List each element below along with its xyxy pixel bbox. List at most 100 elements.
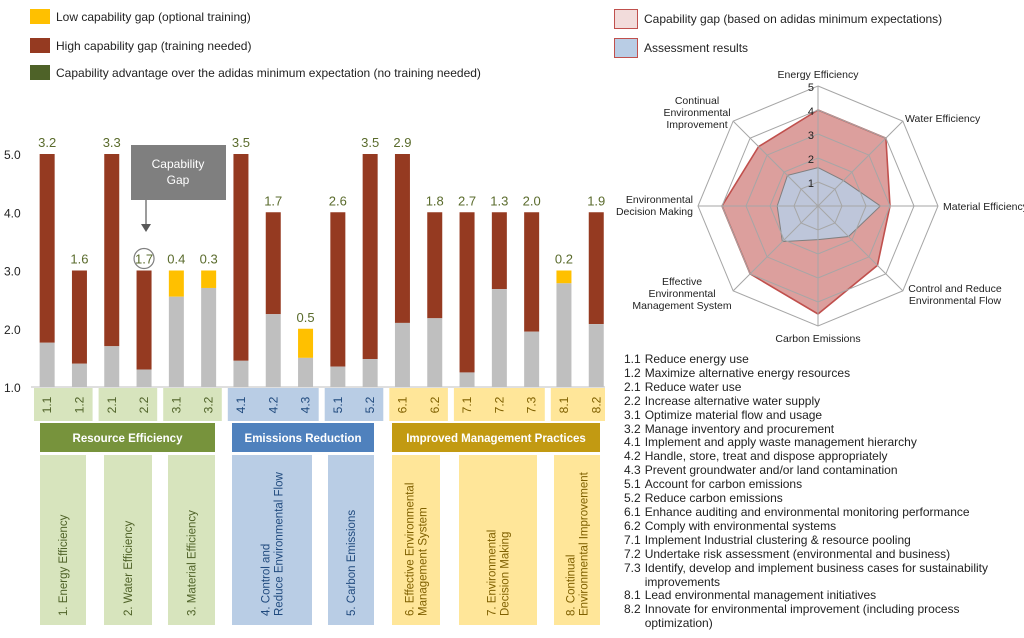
x-tick-band (98, 388, 158, 421)
data-label: 1.3 (490, 193, 508, 208)
data-label: 3.3 (103, 135, 121, 150)
definition-text: Prevent groundwater and/or land contamin… (644, 463, 898, 478)
legend-label: High capability gap (training needed) (56, 38, 252, 53)
radar-axis-label: Carbon Emissions (775, 333, 860, 345)
legend-swatch (30, 38, 50, 53)
bar-gap (298, 328, 314, 358)
bar-chart: 1.02.03.04.05.03.21.11.61.23.32.11.72.20… (4, 135, 605, 625)
definition-code: 4.1 (624, 435, 641, 450)
bar-assessment (265, 314, 281, 387)
category-header-label: Resource Efficiency (73, 433, 184, 445)
subcategory-box (459, 455, 537, 625)
bar-gap (556, 270, 572, 284)
definition-text: Optimize material flow and usage (644, 407, 823, 422)
data-label: 2.9 (393, 135, 411, 150)
data-label: 1.9 (587, 193, 605, 208)
legend-item-capability-gap: Capability gap (based on adidas minimum … (614, 9, 942, 29)
subcategory-label: Decision Making (500, 532, 512, 616)
definition-code: 4.3 (624, 463, 641, 478)
definition-code: 5.1 (624, 477, 641, 492)
subcategory-box (392, 455, 440, 625)
x-tick-label: 7.3 (525, 396, 539, 413)
legend-item-low-gap: Low capability gap (optional training) (30, 9, 251, 24)
x-tick-label: 5.2 (363, 396, 377, 413)
legend-swatch (30, 9, 50, 24)
legend-item-assessment: Assessment results (614, 38, 748, 58)
x-tick-label: 4.1 (234, 396, 248, 413)
bar-assessment (394, 322, 410, 387)
bar-assessment (168, 296, 184, 387)
x-tick-label: 2.2 (137, 396, 151, 413)
x-tick-band (550, 388, 605, 421)
x-tick-band (324, 388, 384, 421)
radar-axis-label: Material Efficiency (943, 201, 1024, 213)
bar-gap (394, 154, 410, 323)
subcategory-box (232, 455, 312, 625)
x-tick-band (453, 388, 545, 421)
category-header (392, 423, 600, 452)
category-header (232, 423, 374, 452)
x-tick-label: 6.1 (395, 396, 409, 413)
definition-text: Increase alternative water supply (644, 393, 821, 408)
subcategory-box (104, 455, 152, 625)
y-tick-label: 1.0 (4, 381, 21, 395)
bar-assessment (524, 331, 540, 387)
data-label: 2.0 (523, 193, 541, 208)
x-tick-label: 6.2 (428, 396, 442, 413)
definition-code: 7.2 (624, 546, 641, 561)
radar-ring-label: 5 (808, 82, 814, 94)
bar-assessment (104, 346, 120, 387)
bar-gap (233, 154, 249, 361)
data-label: 0.3 (200, 252, 218, 267)
definition-text: Reduce water use (644, 379, 742, 394)
callout-text: Gap (167, 173, 190, 187)
subcategory-label: 5. Carbon Emissions (346, 510, 358, 616)
radar-ring-label: 4 (808, 106, 814, 118)
legend-label: Capability gap (based on adidas minimum … (644, 12, 943, 26)
bar-gap (265, 212, 281, 315)
y-tick-label: 4.0 (4, 206, 21, 220)
subcategory-label: Reduce Environmental Flow (274, 471, 286, 616)
y-tick-label: 5.0 (4, 148, 21, 162)
definition-text: Comply with environmental systems (644, 518, 837, 533)
data-label: 0.5 (297, 310, 315, 325)
bar-gap (71, 270, 87, 364)
bar-assessment (556, 283, 572, 387)
bar-gap (39, 154, 55, 343)
definition-text: Account for carbon emissions (644, 477, 803, 492)
x-tick-label: 7.2 (492, 396, 506, 413)
definition-text: Undertake risk assessment (environmental… (644, 546, 951, 561)
callout-arrowhead (141, 224, 151, 232)
definition-code: 8.1 (624, 588, 641, 603)
bar-gap (136, 270, 152, 370)
x-tick-band (227, 388, 319, 421)
legend-swatch (614, 9, 638, 29)
bar-assessment (491, 289, 507, 387)
bar-assessment (39, 342, 55, 387)
x-tick-band (163, 388, 222, 421)
definition-code: 3.2 (624, 421, 641, 436)
definition-code: 7.3 (624, 560, 641, 575)
bar-assessment (201, 287, 217, 387)
radar-ring-label: 2 (808, 154, 814, 166)
definition-code: 6.2 (624, 518, 641, 533)
callout-box (131, 145, 226, 200)
legend-swatch (614, 38, 638, 58)
definition-code: 5.2 (624, 491, 641, 506)
definition-code: 8.2 (624, 602, 641, 617)
x-tick-label: 8.1 (557, 396, 571, 413)
definition-code: 1.2 (624, 365, 641, 380)
definition-text: Lead environmental management initiative… (644, 588, 877, 603)
subcategory-label: Environmental Improvement (579, 471, 591, 616)
definition-text: Implement and apply waste management hie… (644, 435, 917, 450)
